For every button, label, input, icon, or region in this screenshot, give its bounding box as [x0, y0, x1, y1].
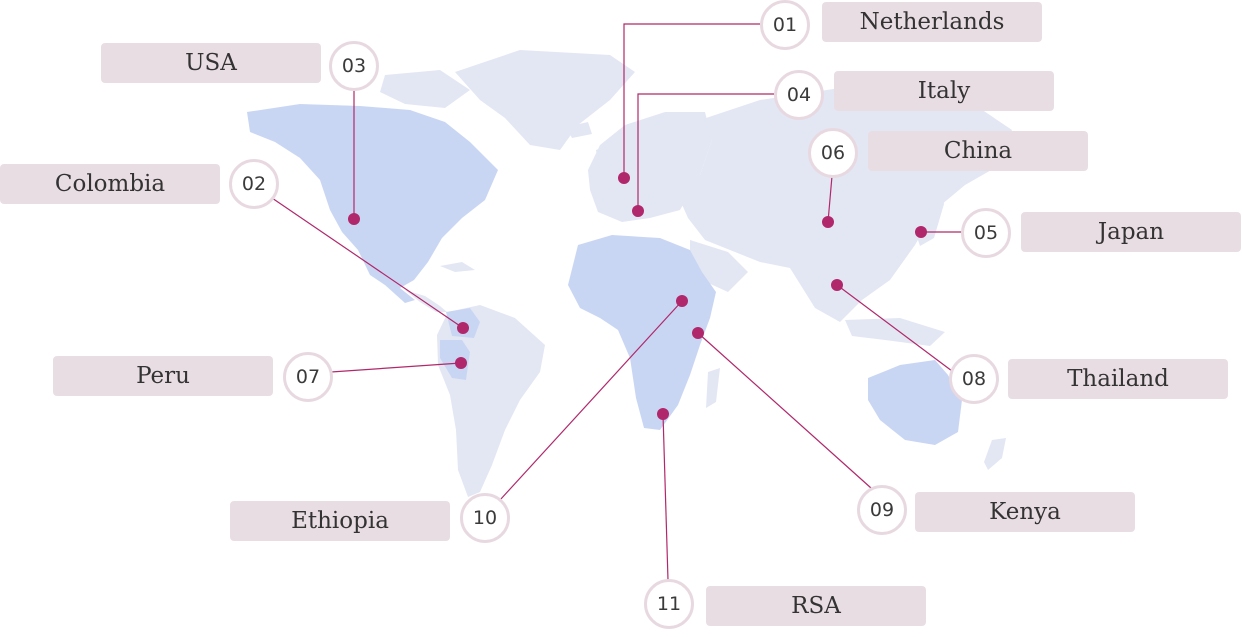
country-label-japan: Japan	[1021, 212, 1241, 252]
country-label-usa: USA	[101, 43, 321, 83]
country-label-colombia: Colombia	[0, 164, 220, 204]
marker-badge-06: 06	[808, 128, 858, 178]
connector-line-08	[836, 284, 953, 372]
connector-line-06	[827, 175, 833, 223]
uk-shape	[596, 146, 612, 174]
europe-shape	[588, 112, 712, 222]
location-dot-02	[457, 322, 469, 334]
peru-shape	[440, 340, 470, 380]
marker-badge-04: 04	[774, 70, 824, 120]
marker-badge-08: 08	[949, 354, 999, 404]
marker-badge-02: 02	[229, 159, 279, 209]
marker-badge-09: 09	[857, 485, 907, 535]
iceland-shape	[566, 122, 592, 138]
connector-line-11	[662, 413, 669, 581]
location-dot-11	[657, 408, 669, 420]
marker-badge-01: 01	[760, 0, 810, 50]
madagascar-shape	[706, 368, 720, 408]
arctic-islands-shape	[380, 70, 470, 108]
location-dot-09	[692, 327, 704, 339]
north-america-shape	[247, 104, 498, 303]
country-label-china: China	[868, 131, 1088, 171]
country-label-italy: Italy	[834, 71, 1054, 111]
marker-badge-11: 11	[644, 579, 694, 629]
marker-badge-07: 07	[283, 352, 333, 402]
connector-line-01	[623, 23, 760, 178]
country-label-peru: Peru	[53, 356, 273, 396]
location-dot-01	[618, 172, 630, 184]
africa-shape	[568, 235, 716, 430]
location-dot-05	[915, 226, 927, 238]
country-label-netherlands: Netherlands	[822, 2, 1042, 42]
australia-shape	[868, 360, 962, 445]
country-label-thailand: Thailand	[1008, 359, 1228, 399]
marker-badge-10: 10	[460, 493, 510, 543]
location-dot-08	[831, 279, 843, 291]
caribbean-shape	[440, 262, 475, 272]
se-asia-islands-shape	[845, 318, 945, 346]
location-dot-03	[348, 213, 360, 225]
connector-layer	[271, 23, 963, 581]
connector-line-02	[271, 197, 464, 329]
connector-line-07	[330, 362, 462, 373]
location-dot-06	[822, 216, 834, 228]
country-label-ethiopia: Ethiopia	[230, 501, 450, 541]
new-zealand-shape	[984, 438, 1006, 470]
country-label-kenya: Kenya	[915, 492, 1135, 532]
greenland-shape	[455, 50, 635, 150]
connector-line-10	[499, 300, 683, 501]
country-label-rsa: RSA	[706, 586, 926, 626]
marker-badge-05: 05	[961, 208, 1011, 258]
connector-line-09	[697, 332, 872, 489]
location-dot-10	[676, 295, 688, 307]
connector-line-04	[637, 93, 774, 211]
marker-badge-03: 03	[329, 41, 379, 91]
location-dot-04	[632, 205, 644, 217]
location-dot-07	[455, 357, 467, 369]
